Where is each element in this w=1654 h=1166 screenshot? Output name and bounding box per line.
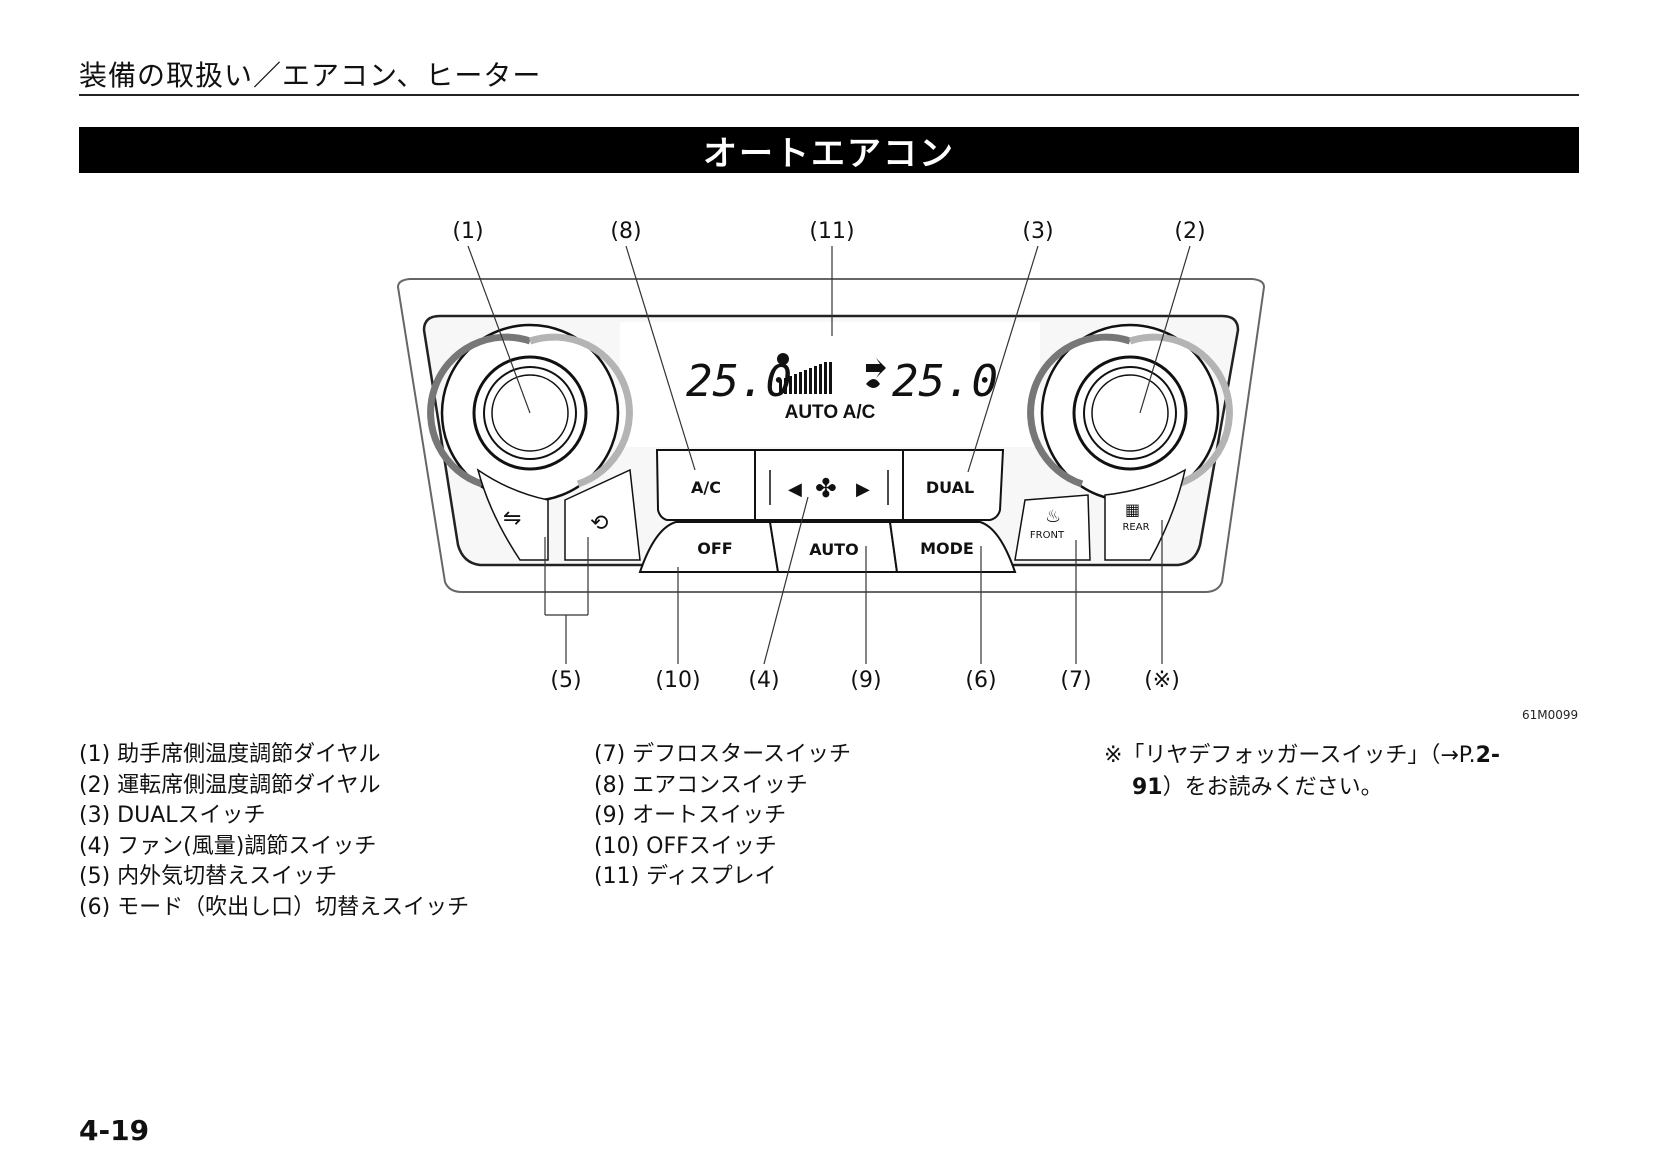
auto-button-label: AUTO (809, 540, 858, 559)
off-button[interactable] (638, 521, 780, 573)
legend-item: (9) オートスイッチ (594, 803, 787, 828)
section-title: オートエアコン (703, 133, 955, 174)
legend-item: (4) ファン(風量)調節スイッチ (79, 833, 377, 859)
display-right-temp: 25.0 (892, 356, 998, 407)
callout-label: (2) (1174, 219, 1205, 244)
legend-item: (6) モード（吹出し口）切替えスイッチ (79, 894, 470, 920)
front-defroster-icon: ♨ (1045, 506, 1061, 527)
callout-label: (8) (610, 219, 641, 244)
legend-item: (11) ディスプレイ (594, 864, 777, 889)
callout-label: (10) (655, 668, 700, 693)
rear-defogger-note: ※「リヤデフォッガースイッチ」（→P.2- 91）をお読みください。 (1104, 740, 1574, 804)
fan-icon: ✤ (815, 474, 837, 504)
callout-label: (6) (965, 668, 996, 693)
fan-speed-switch[interactable] (754, 449, 904, 521)
ac-button-label: A/C (691, 478, 721, 497)
driver-temperature-dial[interactable] (1027, 323, 1233, 503)
figure-code: 61M0099 (1522, 708, 1579, 722)
legend-item: (2) 運転席側温度調節ダイヤル (79, 772, 381, 798)
display-fan-level-icon (777, 353, 832, 394)
fan-decrease-icon: ◀ (788, 479, 802, 500)
callout-label: (1) (452, 219, 483, 244)
fresh-air-icon: ⇋ (503, 506, 521, 531)
legend-item: (8) エアコンスイッチ (594, 772, 808, 798)
note-text: ）をお読みください。 (1162, 775, 1383, 800)
note-page-link[interactable]: 2- (1475, 743, 1501, 768)
callout-label: (11) (809, 219, 854, 244)
display-airflow-mode-icon (866, 358, 886, 388)
fresh-air-button[interactable] (476, 468, 549, 561)
callout-label: (7) (1060, 668, 1091, 693)
callout-label: (5) (550, 668, 581, 693)
dual-button-label: DUAL (926, 478, 974, 497)
display-left-temp: 25.0 (686, 356, 792, 407)
page-header-title: 装備の取扱い／エアコン、ヒーター (79, 59, 542, 92)
recirculation-icon: ⟲ (590, 511, 608, 536)
legend-item: (3) DUALスイッチ (79, 803, 266, 828)
passenger-temperature-dial[interactable] (427, 323, 633, 503)
off-button-label: OFF (697, 539, 732, 558)
front-defroster-label: FRONT (1030, 530, 1065, 541)
mode-button-label: MODE (920, 539, 974, 558)
front-defroster-button[interactable] (1014, 494, 1091, 561)
legend-column-2: (7) デフロスタースイッチ (8) エアコンスイッチ (9) オートスイッチ … (594, 740, 851, 893)
legend-item: (7) デフロスタースイッチ (594, 742, 852, 767)
page-number: 4-19 (79, 1114, 150, 1147)
rear-defroster-icon: ▦ (1125, 500, 1140, 519)
note-page-link[interactable]: 91 (1132, 775, 1163, 800)
display-status-text: AUTO A/C (785, 402, 876, 423)
note-text: ※「リヤデフォッガースイッチ」（→P. (1104, 743, 1476, 768)
callout-label: (9) (850, 668, 881, 693)
recirculation-button[interactable] (564, 468, 641, 561)
legend-item: (1) 助手席側温度調節ダイヤル (79, 742, 381, 767)
section-title-bar: オートエアコン (79, 127, 1579, 174)
legend-item: (5) 内外気切替えスイッチ (79, 864, 338, 889)
callout-label: (4) (748, 668, 779, 693)
ac-button[interactable] (655, 449, 756, 521)
dual-button[interactable] (902, 449, 1005, 521)
air-conditioner-panel-diagram: 25.0 25.0 AUTO A/C A/C ◀ ✤ ▶ (396, 219, 1266, 693)
rear-defroster-label: REAR (1122, 522, 1149, 533)
callout-label: (3) (1022, 219, 1053, 244)
legend-item: (10) OFFスイッチ (594, 833, 777, 859)
header-divider (79, 94, 1579, 96)
mode-button[interactable] (888, 521, 1017, 573)
callout-label: (※) (1144, 668, 1180, 693)
rear-defroster-button[interactable] (1104, 468, 1187, 561)
fan-increase-icon: ▶ (856, 479, 870, 500)
legend-column-1: (1) 助手席側温度調節ダイヤル (2) 運転席側温度調節ダイヤル (3) DU… (79, 740, 469, 923)
callout-leader-lines (467, 245, 1191, 665)
